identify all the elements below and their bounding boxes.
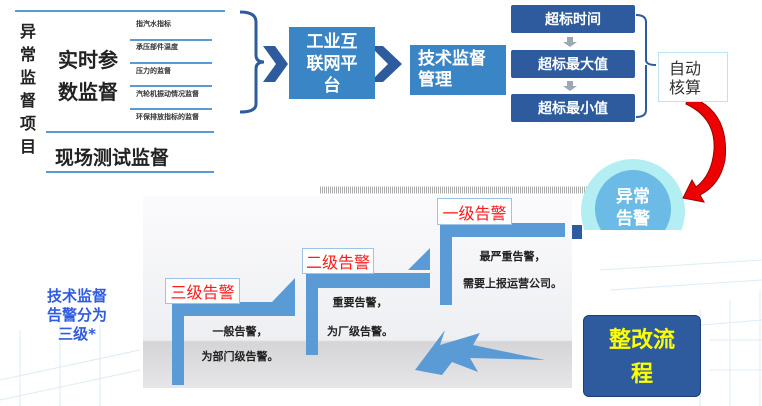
level-2-label: 二级告警 <box>302 248 374 274</box>
divider <box>46 171 214 173</box>
realtime-monitoring-title: 实时参 数监督 <box>58 44 118 108</box>
level-3-desc: 一般告警， <box>212 325 268 338</box>
item: 环保排放指标的监督 <box>136 113 199 121</box>
field-test-title: 现场测试监督 <box>55 147 170 169</box>
industrial-internet-platform-box: 工业互 联网平 台 <box>289 27 375 99</box>
line: 技术监督 <box>418 49 486 69</box>
arrow-down-icon <box>563 81 577 91</box>
bracket-icon <box>635 14 657 118</box>
check-exceed-max: 超标最大值 <box>511 50 635 78</box>
title-line: 实时参 <box>58 48 118 72</box>
level-2-desc: 为厂级告警。 <box>327 325 393 338</box>
divider <box>130 39 212 41</box>
title-line: 数监督 <box>58 80 118 104</box>
line: 自动 <box>669 59 702 78</box>
rectification-scroll: 整改流 程 <box>583 315 701 397</box>
abnormal-alarm-label: 异常 告警 <box>603 186 663 230</box>
line: 技术监督 <box>46 287 107 305</box>
divider <box>15 10 225 12</box>
line: 程 <box>630 362 653 387</box>
level-3-desc: 为部门级告警。 <box>201 350 279 363</box>
level-2-desc: 重要告警， <box>332 296 388 309</box>
check-exceed-time: 超标时间 <box>511 5 635 33</box>
line: 核算 <box>669 78 702 97</box>
title-char: 异 <box>19 22 36 41</box>
line: 告警分为 <box>46 306 107 324</box>
title-char: 项 <box>19 114 36 133</box>
step-bar <box>306 273 318 355</box>
levels-note: 技术监督 告警分为 三级* <box>22 287 132 344</box>
step-bar <box>172 302 184 385</box>
technical-supervision-box: 技术监督 管理 <box>410 45 506 95</box>
flow-shapes <box>239 10 727 230</box>
step-triangle <box>408 248 430 270</box>
level-3-label: 三级告警 <box>165 278 240 304</box>
curved-arrow-icon <box>682 95 727 203</box>
arrow-down-icon <box>563 37 577 47</box>
chevron-icon <box>263 46 288 82</box>
item: 汽轮机振动情况监督 <box>136 90 199 98</box>
item: 压力的监督 <box>136 67 171 75</box>
divider <box>130 85 212 87</box>
chevron-icon <box>370 46 402 82</box>
lightning-icon <box>415 330 545 375</box>
check-exceed-min: 超标最小值 <box>511 94 635 122</box>
level-1-desc: 需要上报运营公司。 <box>463 277 562 290</box>
title-char: 常 <box>19 45 36 64</box>
title-char: 监 <box>19 68 36 87</box>
auto-calc-box: 自动 核算 <box>658 52 728 102</box>
brace-icon <box>239 10 265 114</box>
line: 台 <box>323 76 341 96</box>
alarm-circle-inner <box>595 170 671 230</box>
line: 告警 <box>616 209 650 229</box>
step-bar <box>440 223 565 237</box>
item: 承压部件温度 <box>136 43 178 51</box>
divider <box>46 131 214 133</box>
line: 三级* <box>58 325 96 343</box>
divider <box>130 62 212 64</box>
line: 整改流 <box>608 328 675 353</box>
vertical-title: 异 常 监 督 项 目 <box>18 20 38 158</box>
step-bar <box>440 223 452 305</box>
item: 指汽水指标 <box>136 20 171 28</box>
divider <box>130 108 212 110</box>
step-triangle <box>272 278 295 302</box>
title-char: 目 <box>19 137 36 156</box>
level-1-desc: 最严重告警， <box>479 250 546 263</box>
line: 联网平 <box>306 54 358 74</box>
step-bar <box>172 302 295 316</box>
line: 异常 <box>616 187 650 207</box>
line: 管理 <box>418 70 452 90</box>
step-bar <box>306 273 430 288</box>
title-char: 督 <box>19 91 36 110</box>
line: 工业互 <box>306 32 358 52</box>
level-1-label: 一级告警 <box>437 198 512 225</box>
